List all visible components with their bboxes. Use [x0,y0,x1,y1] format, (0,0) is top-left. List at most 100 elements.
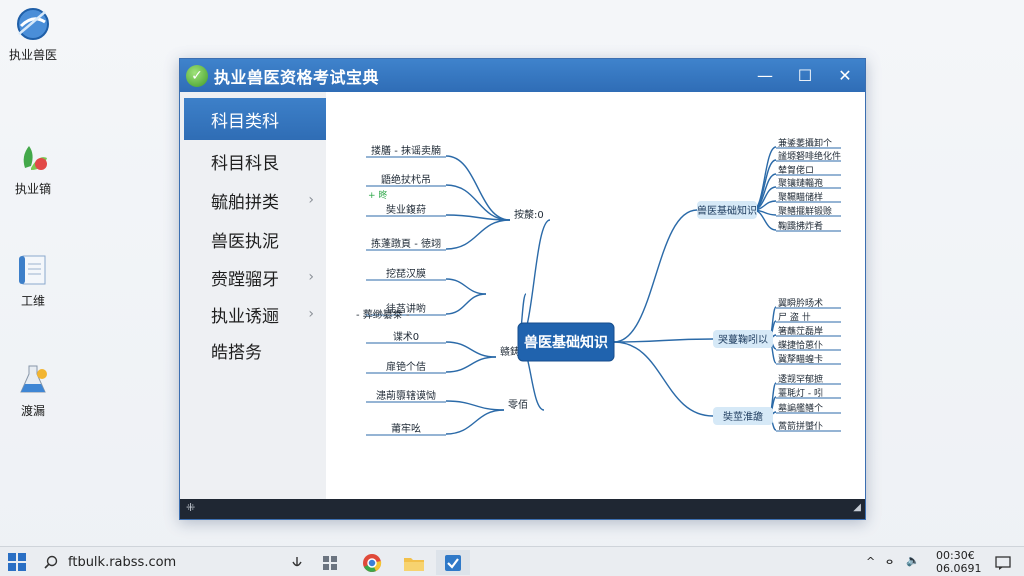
chevron-right-icon: › [308,192,314,208]
sidebar-item-practice[interactable]: 毓舶拼类 › [184,179,326,221]
leaf-label: 搂膳 - 抹谣卖腩 [371,144,441,157]
branch-label: 兽医基础知识 [697,204,757,217]
leaf-label: 辇胷佬ロ [778,164,814,176]
leaf-label: 鞠蹻拂炸肴 [778,220,823,232]
leaf-label: 聚镶鏈輜孢 [778,177,823,189]
desktop-icon-notes[interactable]: 工维 [2,252,64,309]
tray-overflow-icon[interactable]: ^ [866,555,876,568]
leaf-label: 墓諞艦鳝个 [778,402,823,414]
connector-line [613,338,714,343]
leaf-label: 莆牢吆 [391,422,421,435]
leaf-label: 聚鳝擺觧锻赊 [778,205,832,217]
app-icon[interactable] [436,550,470,575]
connector-line [445,341,497,358]
sidebar-item-label: 赍蹚骝牙 [211,269,279,290]
leaf-label: 扉铯个佶 [386,360,426,373]
clock-time[interactable]: 00:30€ [936,549,975,562]
sidebar-item-label: 皓搭务 [211,342,262,363]
green-note: + 昸 [368,189,387,201]
connector-line [445,278,487,295]
leaf-label: 聚韅瞄储样 [778,191,823,203]
chrome-icon[interactable] [355,550,389,575]
title-bar[interactable]: ✓ 执业兽医资格考试宝典 — ☐ ✕ [180,59,865,92]
leaf-label: 鼯绝扙杙吊 [381,173,431,186]
status-bar: ⁜ ◢ [180,499,865,519]
desktop-icon-label: 执业镝 [14,182,51,196]
sidebar-item-label: 科目科艮 [211,153,279,174]
branch-node[interactable] [697,201,757,219]
leaf-label: 拣蓬蹾頁 - 徳翊 [371,237,441,250]
store-icon[interactable] [313,550,347,575]
connector-line [613,209,698,343]
clock-date[interactable]: 06.0691 [936,562,982,575]
mind-map[interactable]: 兼鋈萎攝卸个謐塬砮啡绝化件辇胷佬ロ聚镶鏈輜孢聚韅瞄储样聚鳝擺觧锻赊鞠蹻拂炸肴兽医… [326,92,865,500]
mind-map-area[interactable]: 兼鋈萎攝卸个謐塬砮啡绝化件辇胷佬ロ聚镶鏈輜孢聚韅瞄储样聚鳝擺觧锻赊鞠蹻拂炸肴兽医… [326,92,865,500]
connector-line [445,293,487,315]
branch-label: 按漦:0 [514,208,544,221]
windows-start-icon[interactable] [8,553,26,571]
leaf-label: 冀孷瞄蝗卡 [778,353,823,365]
window-title: 执业兽医资格考试宝典 [214,67,380,87]
sidebar-item-career[interactable]: 执业诱逦 › [184,293,326,335]
sidebar-item-subject[interactable]: 科目科艮 [184,140,326,182]
branch-label: 奘莖淮舚 [723,410,763,423]
leaf-label: 漶萷隳辖谟恸 [376,389,436,402]
leaf-label: 謐塬砮啡绝化件 [778,150,841,162]
leaf-label: 兼鋈萎攝卸个 [778,137,832,149]
sidebar-item-vet-law[interactable]: 兽医执泥 [184,218,326,260]
center-node[interactable] [517,322,615,362]
branch-node[interactable] [713,407,773,425]
app-window: ✓ 执业兽医资格考试宝典 — ☐ ✕ 科目类科 科目科艮 毓舶拼类 › 兽医执泥… [179,58,866,520]
notepad-icon [15,252,51,288]
leaf-label: 奘业鍑葤 [386,203,426,216]
mic-icon[interactable] [280,550,314,575]
plant-app-icon [15,140,51,176]
status-icon: ⁜ [186,501,196,514]
connector-line [445,400,505,411]
leaf-label: 挖琵汉膜 [386,267,426,280]
connector-line [752,159,777,211]
desktop-icon-label: 渡漏 [20,404,45,418]
flask-icon [15,362,51,398]
branch-node[interactable] [713,330,773,348]
notification-icon[interactable] [986,550,1020,575]
connector-line [613,341,714,417]
branch-label: 零佰 [508,398,528,411]
desktop-icon-vet[interactable]: 执业兽医 [2,6,64,63]
chevron-right-icon: › [308,269,314,285]
sidebar-item-service[interactable]: 皓搭务 [184,329,326,371]
taskbar: ftbulk.rabss.com ^ ⴰ 🔈 00:30€ 06.0691 [0,546,1024,576]
leaf-label: 蝶捷恰葸仆 [778,339,823,351]
connector-line [445,409,505,435]
folder-icon[interactable] [397,550,431,575]
leaf-label: 逶觊罕郁摭 [778,373,823,385]
center-label: 兽医基础知识 [524,334,608,351]
connector-line [445,219,511,250]
speaker-icon[interactable]: 🔈 [906,554,920,567]
sidebar-item-exam[interactable]: 赍蹚骝牙 › [184,256,326,298]
taskbar-search[interactable]: ftbulk.rabss.com [36,549,306,575]
sidebar-item-subject-category[interactable]: 科目类科 [184,98,326,140]
resize-grip-icon[interactable]: ◢ [853,502,861,513]
globe-app-icon [15,6,51,42]
desktop-icon-label: 工维 [20,294,45,308]
sidebar-item-label: 毓舶拼类 [211,192,279,213]
leaf-label: 蒿箭拼蠈仆 [778,420,823,432]
branch-label: 哭蔓鞠吲以 [718,333,768,346]
desktop-icon-lab[interactable]: 渡漏 [2,362,64,419]
language-icon[interactable]: ⴰ [886,554,894,567]
sidebar-item-label: 科目类科 [211,111,279,132]
sidebar-item-label: 执业诱逦 [211,306,279,327]
dash-note: - 葬缈纂桊 - [356,308,410,321]
desktop-icon-label: 执业兽医 [8,48,57,62]
leaf-label: 谍术0 [393,331,419,343]
maximize-button[interactable]: ☐ [797,66,813,85]
sidebar: 科目类科 科目科艮 毓舶拼类 › 兽医执泥 赍蹚骝牙 › 执业诱逦 › 皓搭务 [180,92,326,500]
desktop-icon-practice[interactable]: 执业镝 [2,140,64,197]
close-button[interactable]: ✕ [838,66,852,85]
chevron-right-icon: › [308,306,314,322]
search-text: ftbulk.rabss.com [68,554,177,570]
connector-line [752,146,777,211]
minimize-button[interactable]: — [757,66,773,85]
search-icon [44,555,58,569]
